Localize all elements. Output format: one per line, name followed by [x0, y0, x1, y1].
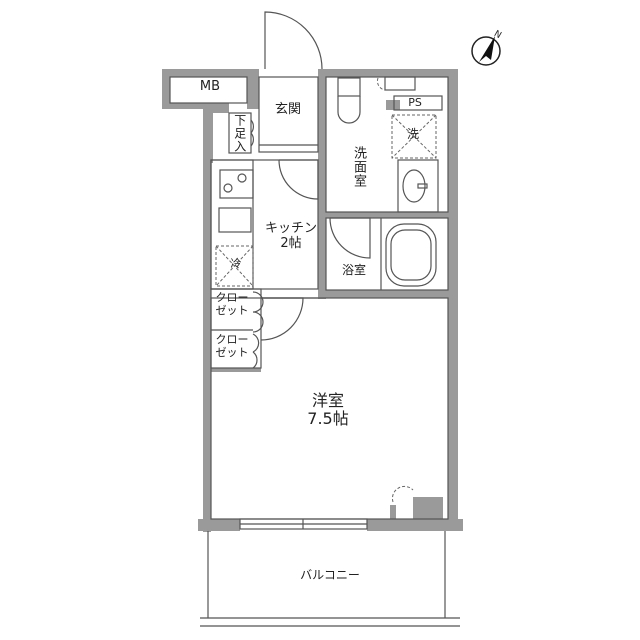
room-lines: [169, 11, 460, 627]
walls: [162, 69, 463, 532]
closet2-line2: ゼット: [215, 345, 249, 359]
western-room-name: 洋室: [311, 391, 344, 410]
western-room-size: 7.5帖: [307, 409, 349, 429]
label-bathroom: 浴室: [341, 263, 366, 277]
label-fridge: 冷: [230, 257, 242, 270]
dashed-lines: [215, 77, 437, 503]
kitchen-size: 2帖: [280, 235, 302, 251]
closet1-line2: ゼット: [215, 303, 249, 317]
closet1-line1: クロー: [215, 291, 249, 304]
label-entrance: 玄関: [274, 102, 301, 117]
label-mb: MB: [199, 79, 221, 94]
label-western-room: 洋室 7.5帖: [288, 391, 368, 429]
label-closet-1: クロー ゼット: [211, 291, 253, 317]
label-ps: PS: [408, 96, 422, 109]
label-balcony: バルコニー: [300, 568, 360, 582]
label-shoe-box: 下足入: [232, 114, 247, 153]
label-closet-2: クロー ゼット: [211, 333, 253, 359]
north-arrow-icon: [471, 36, 501, 66]
closet2-line1: クロー: [215, 333, 249, 346]
label-washer: 洗: [406, 127, 419, 141]
label-kitchen: キッチン 2帖: [256, 221, 326, 252]
kitchen-name: キッチン: [264, 221, 317, 236]
label-washroom: 洗面室: [350, 146, 366, 188]
